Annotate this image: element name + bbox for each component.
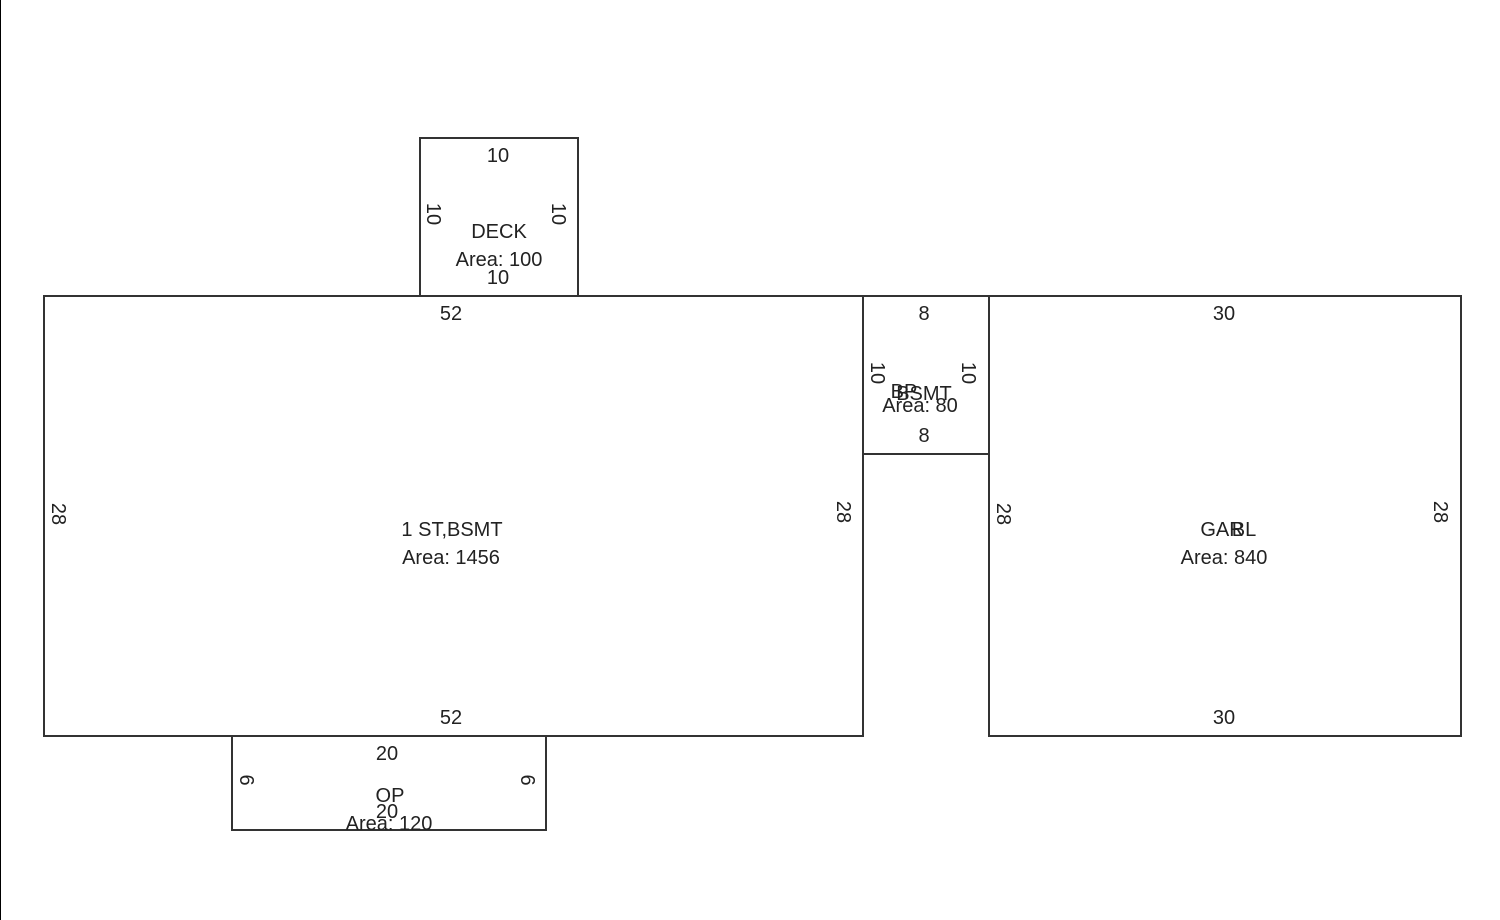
breezeway-left-dim: 10 [866,361,888,385]
open-porch-left-dim: 6 [235,774,257,786]
garage-top-dim: 30 [1212,303,1236,325]
garage-name-a: GAR [1200,519,1244,541]
open-porch-right-dim: 6 [516,774,538,786]
room-breezeway [862,295,990,455]
room-open-porch [231,735,547,831]
room-first-story [43,295,864,737]
deck-left-dim: 10 [422,202,444,226]
first-story-top-dim: 52 [439,303,463,325]
garage-left-dim: 28 [992,502,1014,526]
first-story-right-dim: 28 [832,500,854,524]
deck-bottom-dim: 10 [486,267,510,289]
breezeway-top-dim: 8 [918,303,930,325]
open-porch-top-dim: 20 [375,743,399,765]
room-garage [988,295,1462,737]
breezeway-name-a: BP [890,381,918,403]
frame-edge [0,0,1,920]
room-deck [419,137,579,297]
breezeway-right-dim: 10 [957,361,979,385]
garage-name-b: BL [1231,519,1257,541]
open-porch-area: Area: 120 [345,813,433,835]
deck-area: Area: 100 [455,249,543,271]
open-porch-bottom-dim: 20 [375,801,399,823]
breezeway-name-b: BSMT [896,383,952,405]
garage-bottom-dim: 30 [1212,707,1236,729]
first-story-name: 1 ST,BSMT [401,519,503,541]
deck-top-dim: 10 [486,145,510,167]
garage-area: Area: 840 [1180,547,1268,569]
open-porch-name: OP [375,785,405,807]
first-story-area: Area: 1456 [402,547,500,569]
first-story-bottom-dim: 52 [439,707,463,729]
breezeway-bottom-dim: 8 [918,425,930,447]
first-story-left-dim: 28 [47,502,69,526]
garage-right-dim: 28 [1429,500,1451,524]
deck-right-dim: 10 [547,202,569,226]
deck-name: DECK [471,221,527,243]
breezeway-area: Area: 80 [882,395,958,417]
